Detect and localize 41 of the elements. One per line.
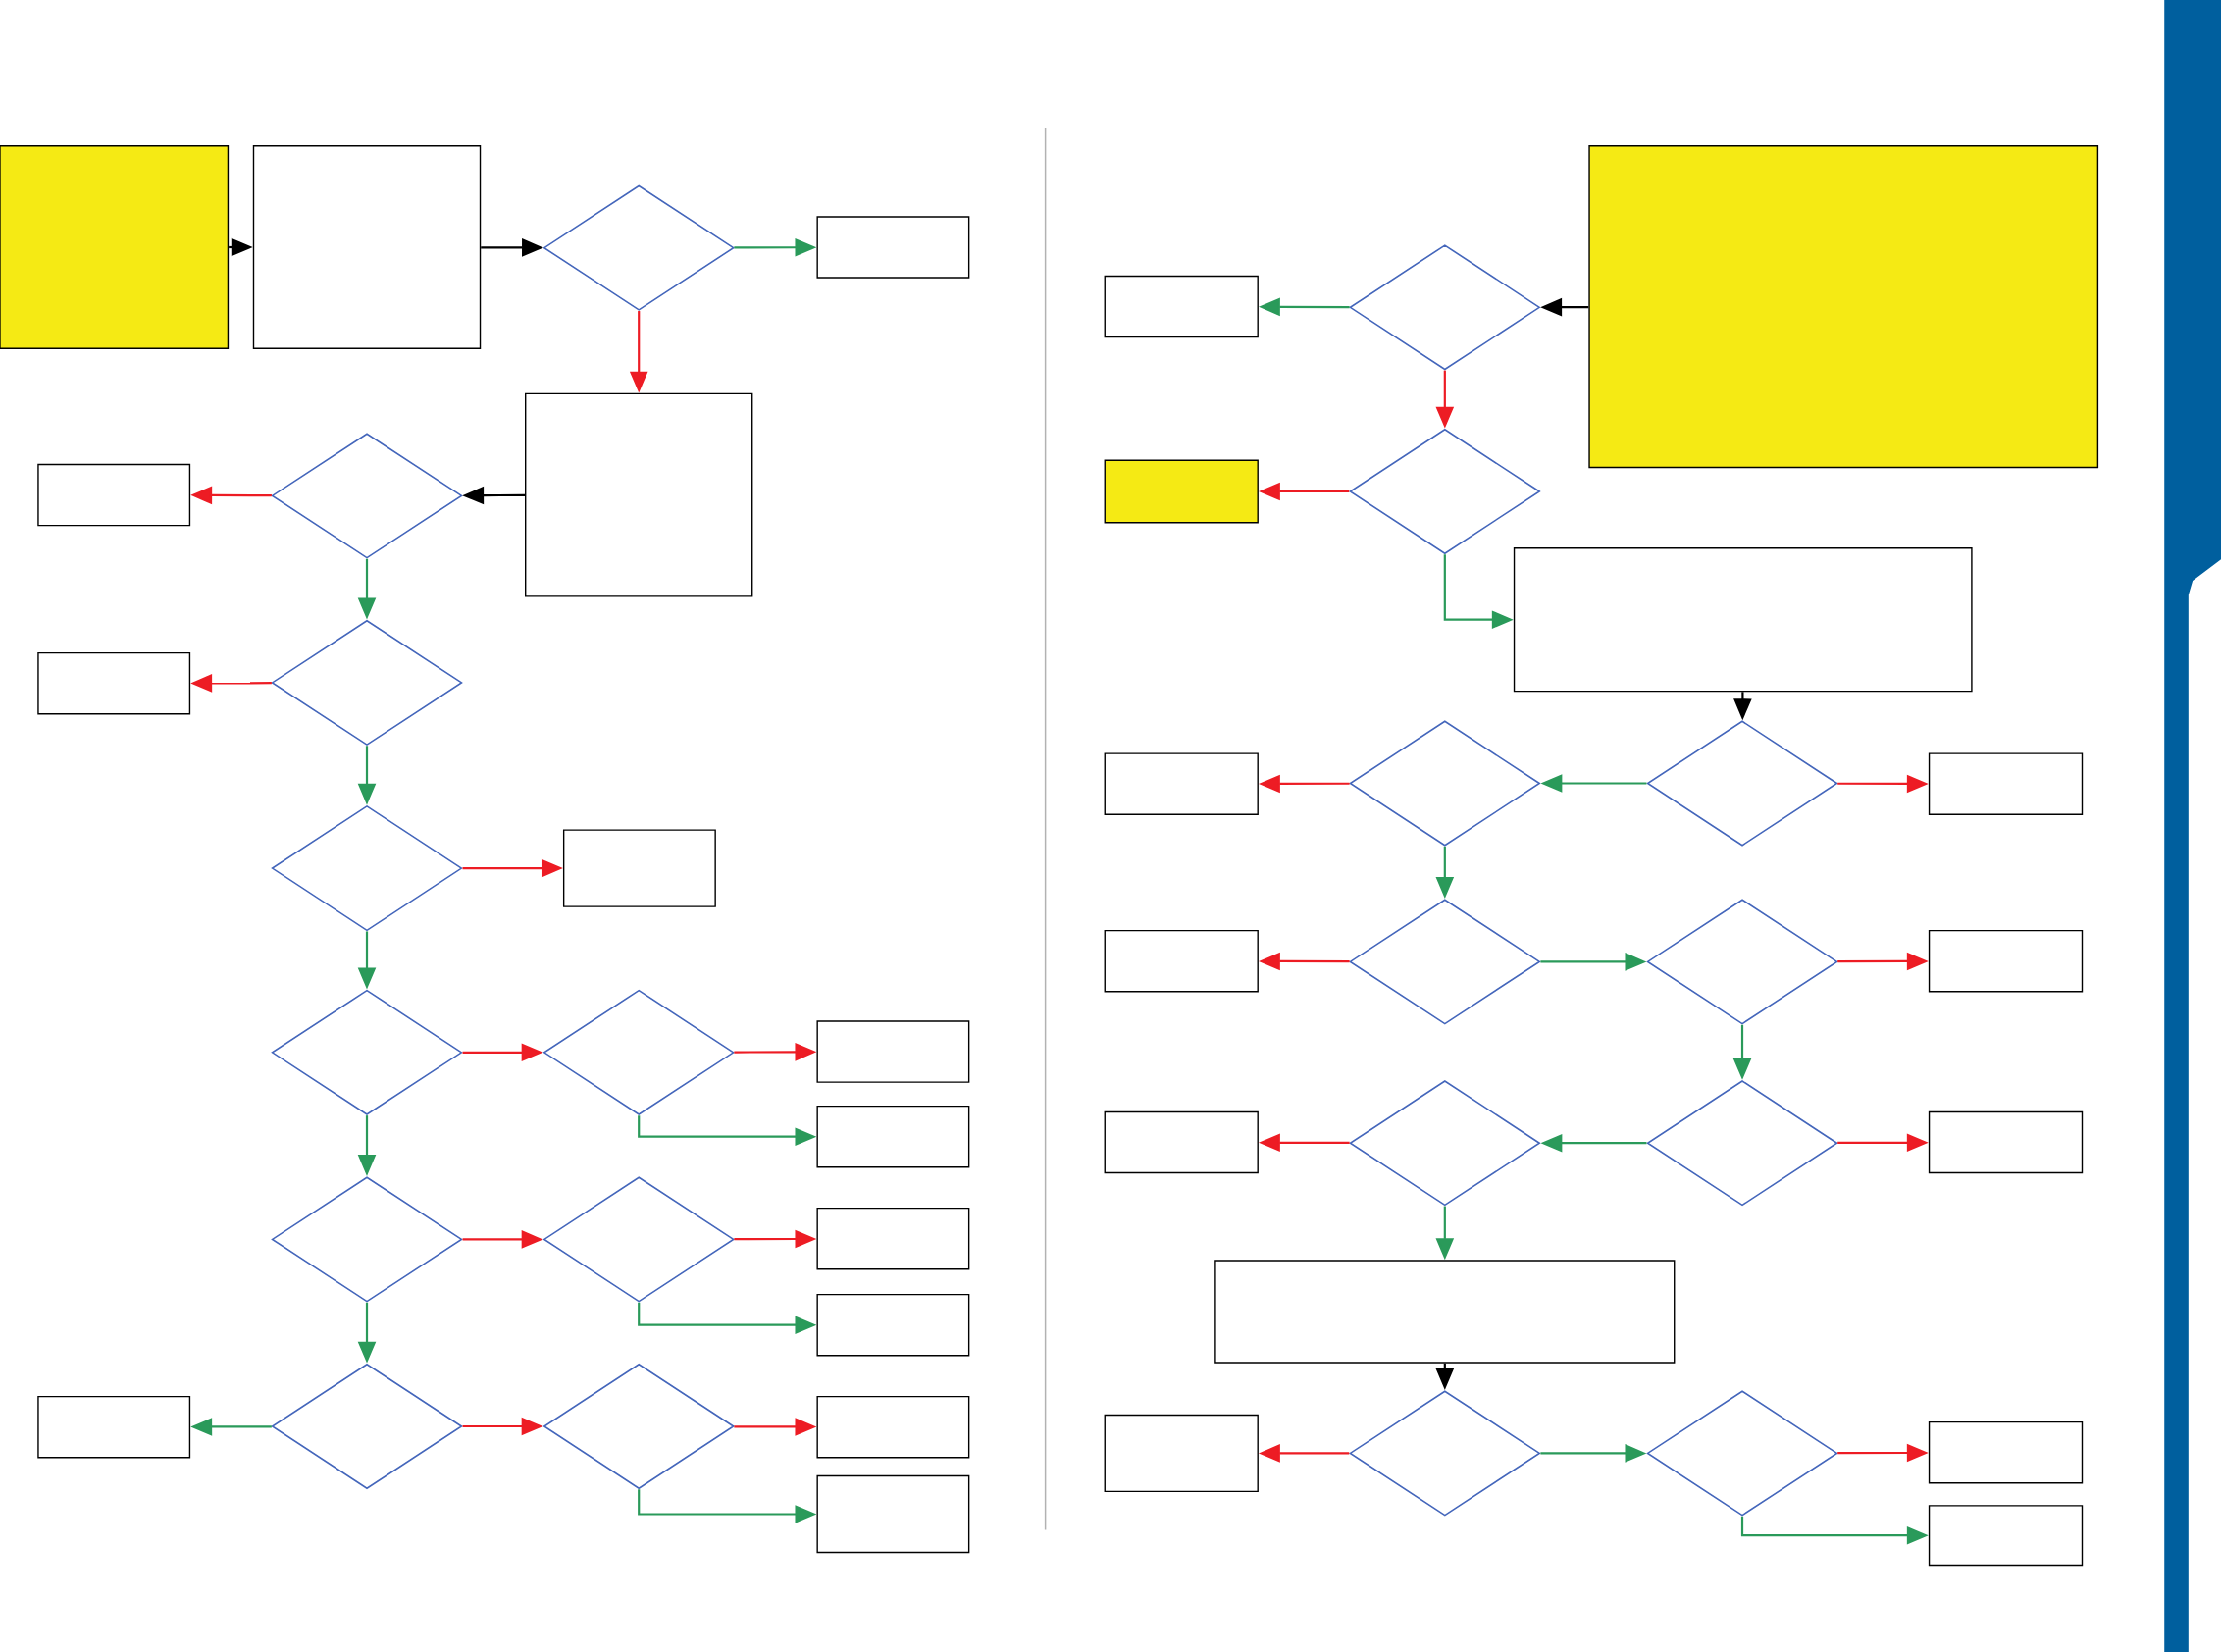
decision-diamond [271, 804, 463, 932]
decision-diamond [1348, 1080, 1541, 1207]
process-box [562, 829, 716, 907]
process-box [252, 145, 482, 349]
process-box [525, 392, 753, 597]
process-box [1104, 752, 1259, 815]
process-box [1928, 1505, 2084, 1567]
process-box [1928, 929, 2084, 993]
process-box [816, 1207, 970, 1270]
process-box [816, 216, 970, 279]
process-box [816, 1293, 970, 1357]
process-box [1928, 1420, 2084, 1484]
process-box [816, 1020, 970, 1083]
process-box [816, 1105, 970, 1168]
process-box [37, 651, 191, 715]
process-box [1104, 459, 1259, 524]
decision-diamond [1646, 1080, 1838, 1207]
process-box [1928, 752, 2084, 815]
decision-diamond [271, 433, 463, 559]
process-box [37, 1395, 191, 1459]
decision-diamond [1348, 244, 1541, 371]
decision-diamond [1348, 720, 1541, 847]
process-box [1928, 1110, 2084, 1174]
process-box [1588, 145, 2099, 469]
decision-diamond [271, 989, 463, 1115]
decision-diamond [271, 1176, 463, 1303]
decision-diamond [1348, 1390, 1541, 1517]
process-box [1104, 1414, 1259, 1493]
process-box [0, 145, 230, 349]
process-box [816, 1474, 970, 1554]
decision-diamond [1348, 899, 1541, 1025]
decision-diamond [1646, 899, 1838, 1025]
process-box [1104, 929, 1259, 993]
decision-diamond [1646, 720, 1838, 847]
decision-diamond [1646, 1390, 1838, 1517]
process-box [37, 463, 191, 527]
process-box [816, 1395, 970, 1459]
process-box [1513, 547, 1973, 693]
process-box [1214, 1260, 1676, 1364]
process-box [1104, 275, 1259, 338]
process-box [1104, 1110, 1259, 1174]
